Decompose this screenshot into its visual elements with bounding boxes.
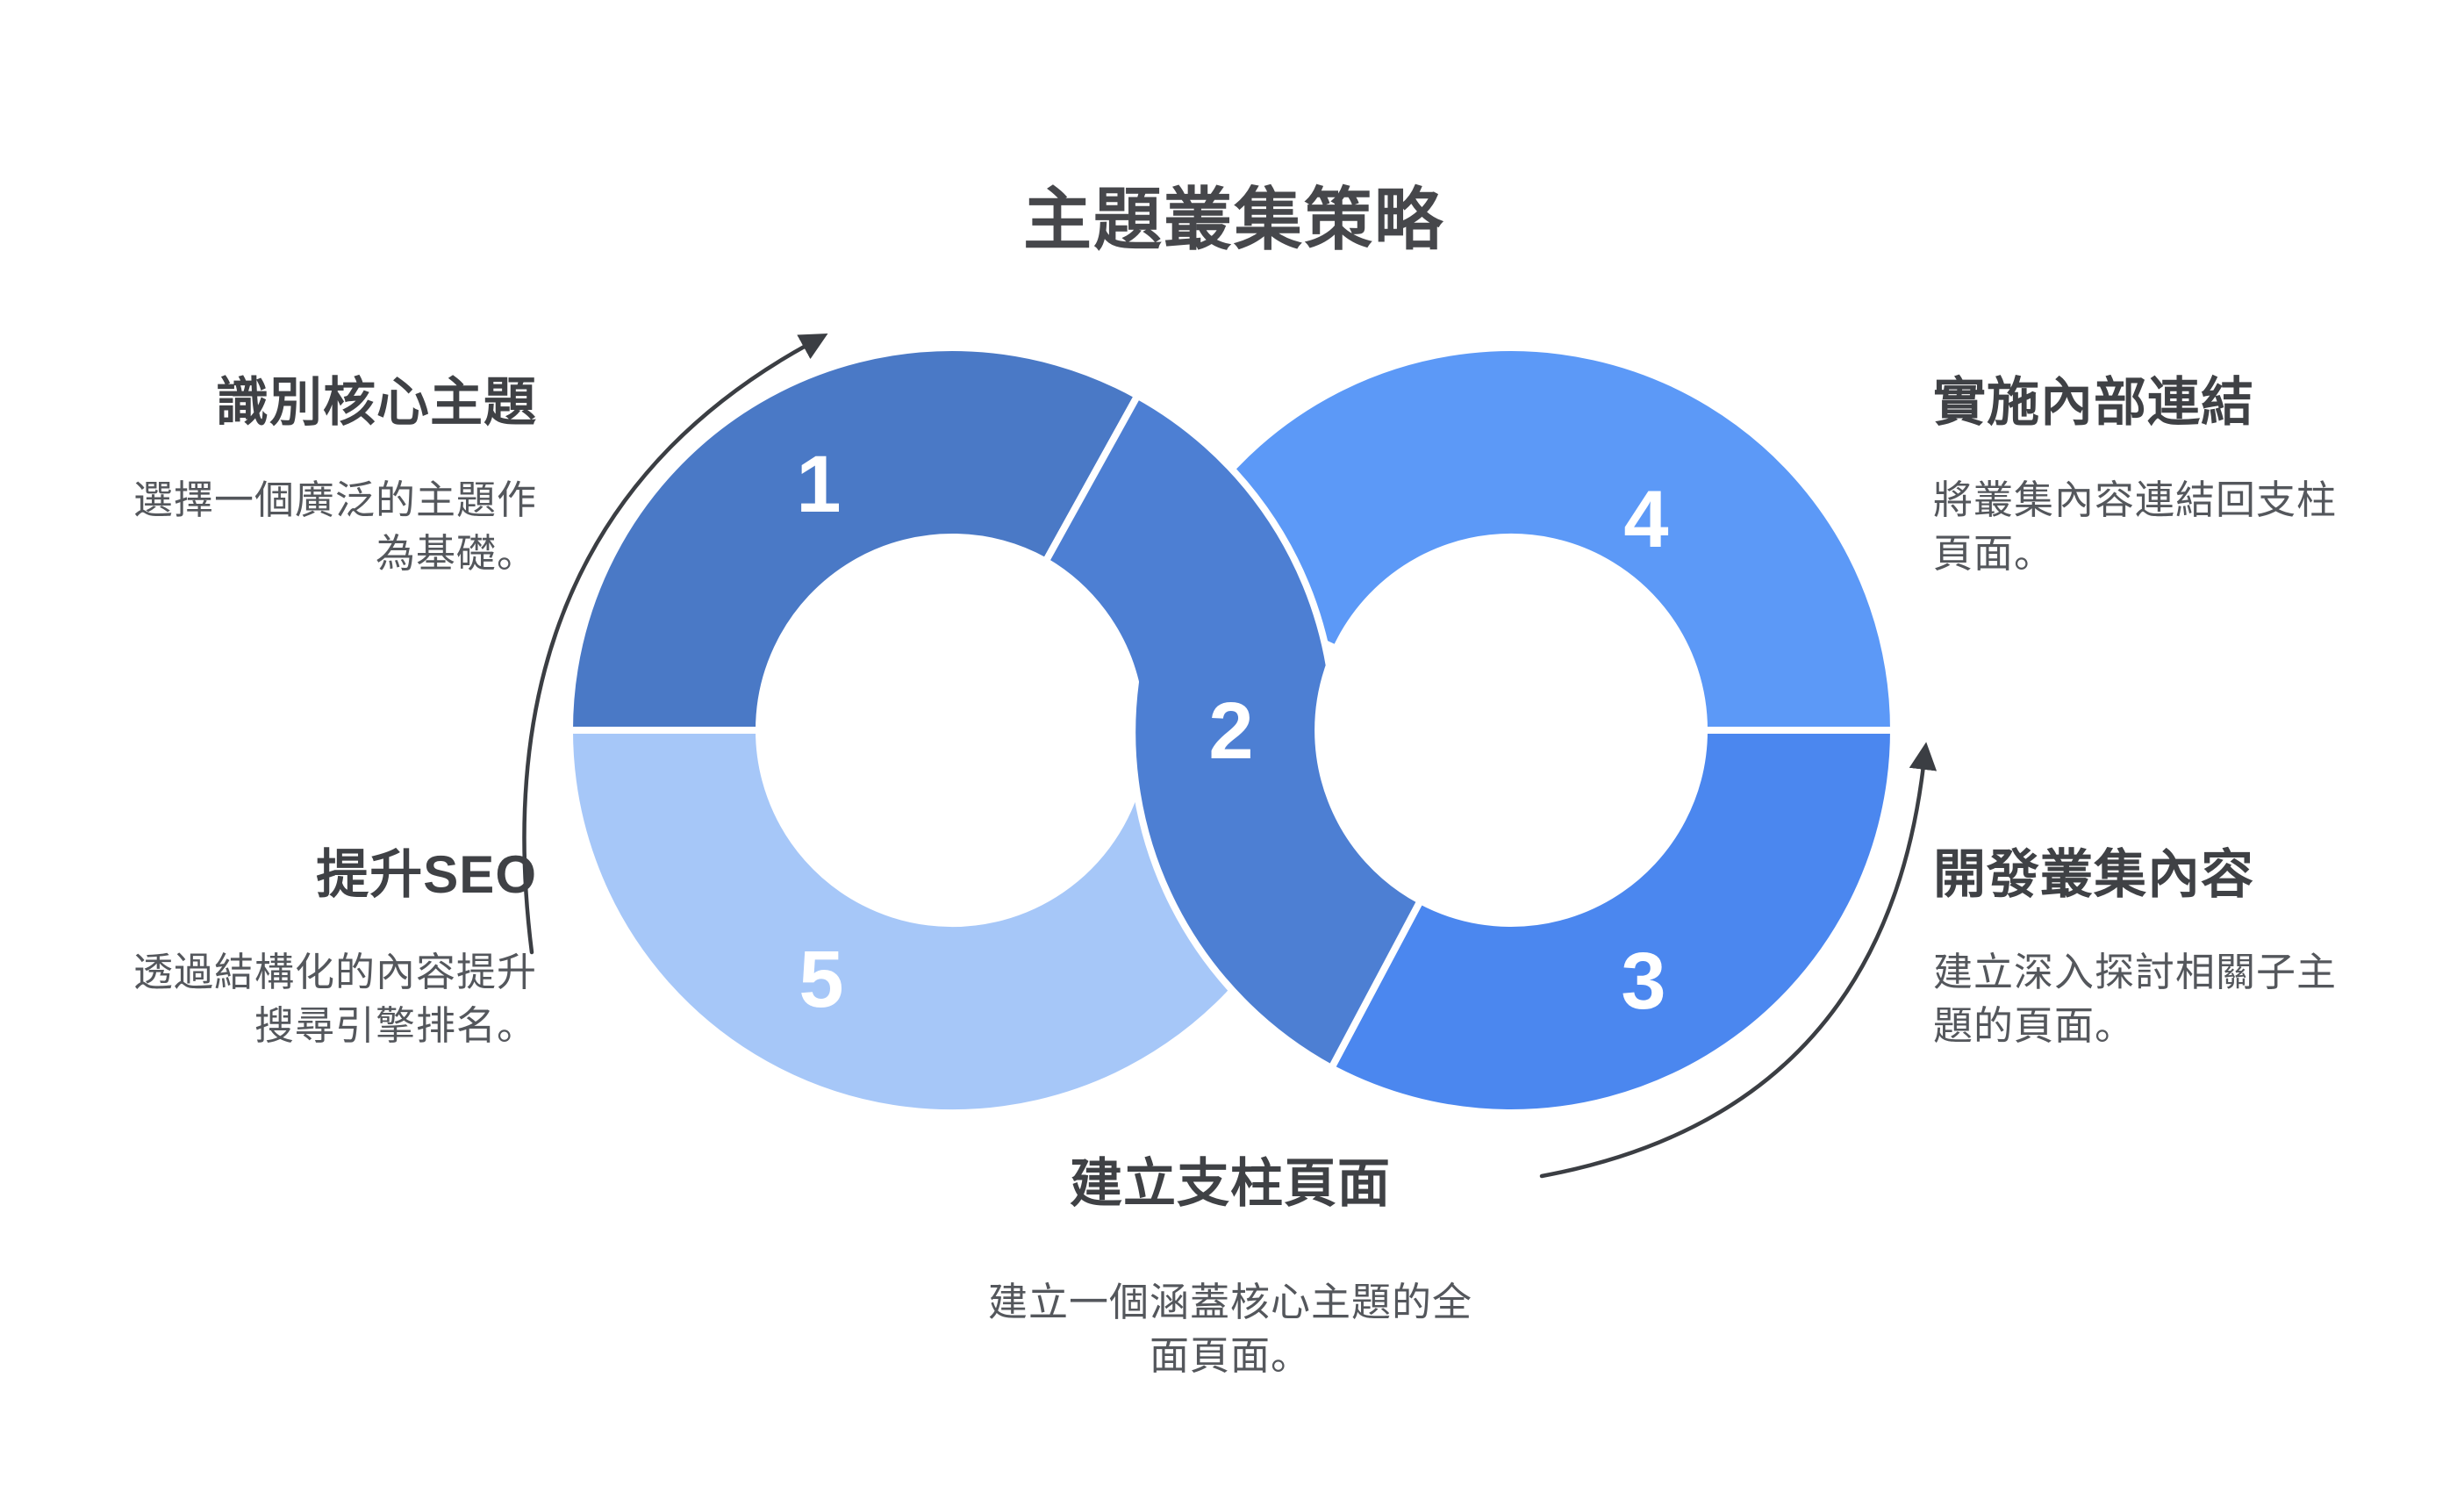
flow-arrow-left-icon	[522, 334, 828, 955]
step-1-heading: 識別核心主題	[216, 373, 537, 432]
step-1-label-block: 識別核心主題 選擇一個廣泛的主題作為基礎。	[125, 360, 537, 580]
step-5-number: 5	[799, 935, 844, 1024]
step-5-description: 透過結構化的內容提升搜尋引擎排名。	[133, 950, 537, 1049]
page-title: 主題叢集策略	[1022, 181, 1445, 258]
step-3-number: 3	[1621, 936, 1666, 1026]
step-3-label-block: 開發叢集內容 建立深入探討相關子主題的頁面。	[1933, 832, 2346, 1052]
segment-5	[566, 727, 1327, 1117]
step-3-heading: 開發叢集內容	[1933, 845, 2254, 904]
step-1-number: 1	[796, 440, 842, 529]
step-1-description: 選擇一個廣泛的主題作為基礎。	[133, 477, 537, 577]
step-5-label-block: 提升SEO 透過結構化的內容提升搜尋引擎排名。	[125, 832, 537, 1052]
segment-1	[566, 344, 1142, 734]
step-3-description: 建立深入探討相關子主題的頁面。	[1933, 950, 2338, 1049]
segment-4	[1160, 344, 1897, 734]
step-2-label-block: 建立支柱頁面 建立一個涵蓋核心主題的全面頁面。	[985, 1141, 1476, 1382]
segment-3	[1328, 727, 1897, 1117]
step-5-heading: 提升SEO	[316, 845, 537, 904]
step-2-description: 建立一個涵蓋核心主題的全面頁面。	[987, 1280, 1472, 1379]
step-2-number: 2	[1208, 686, 1254, 776]
flow-arrow-right-icon	[1539, 742, 1938, 1179]
step-4-number: 4	[1623, 475, 1669, 564]
step-2-heading: 建立支柱頁面	[1070, 1154, 1391, 1213]
step-4-heading: 實施內部連結	[1933, 373, 2254, 432]
step-4-label-block: 實施內部連結 將叢集內容連結回支柱頁面。	[1933, 360, 2346, 580]
segment-2	[1042, 391, 1424, 1072]
step-4-description: 將叢集內容連結回支柱頁面。	[1933, 477, 2338, 577]
